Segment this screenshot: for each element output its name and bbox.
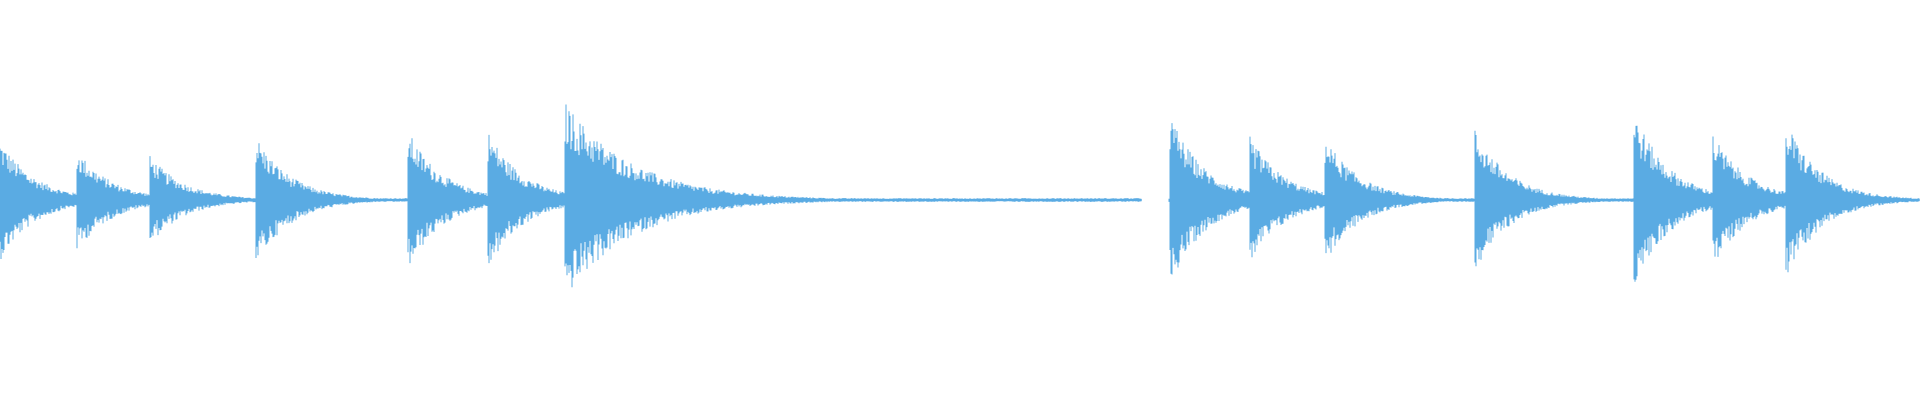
waveform-trace	[1168, 123, 1920, 282]
waveform-clip-2	[1168, 123, 1920, 282]
waveform-trace	[0, 104, 1142, 288]
waveform-clip-1	[0, 104, 1142, 288]
